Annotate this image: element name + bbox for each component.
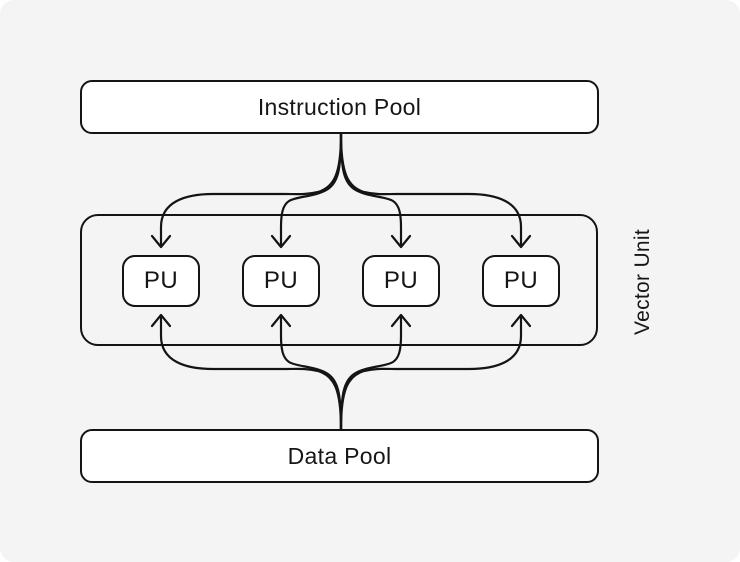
pu-box-2: PU: [242, 255, 320, 307]
instruction-pool-label: Instruction Pool: [257, 93, 422, 120]
data-pool-box: Data Pool: [80, 429, 599, 483]
pu-label-4: PU: [503, 267, 539, 294]
data-pool-label: Data Pool: [287, 442, 392, 469]
pu-box-3: PU: [362, 255, 440, 307]
pu-label-2: PU: [263, 267, 299, 294]
pu-box-4: PU: [482, 255, 560, 307]
pu-box-1: PU: [122, 255, 200, 307]
pu-label-3: PU: [383, 267, 419, 294]
vector-unit-caption: Vector Unit: [631, 229, 654, 336]
vector-unit-box: [80, 214, 598, 346]
pu-label-1: PU: [143, 267, 179, 294]
instruction-pool-box: Instruction Pool: [80, 80, 599, 134]
